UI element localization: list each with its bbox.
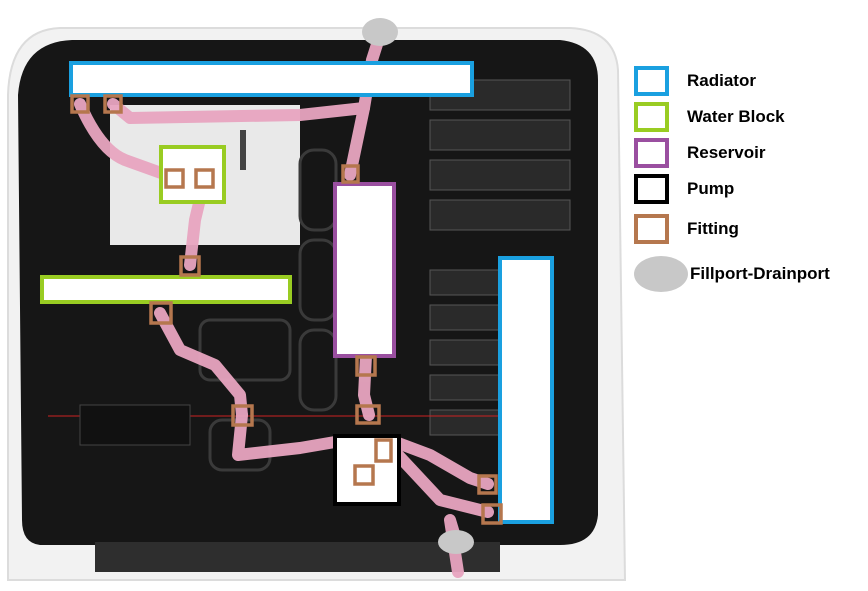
radiator-front: [498, 256, 554, 524]
fitting: [231, 404, 254, 427]
fillport: [362, 18, 398, 46]
pump-swatch: [634, 174, 669, 204]
fitting: [374, 438, 393, 463]
fitting: [481, 503, 503, 525]
fitting: [164, 168, 185, 189]
fitting: [341, 164, 360, 184]
legend-fillport-drainport: Fillport-Drainport: [634, 256, 830, 292]
fitting: [194, 168, 215, 189]
legend-label: Fillport-Drainport: [690, 264, 830, 283]
legend-label: Pump: [687, 179, 735, 198]
legend-pump: Pump: [634, 174, 734, 204]
fitting: [70, 94, 90, 114]
fitting: [103, 94, 123, 114]
legend-label: Radiator: [687, 71, 756, 90]
fittings: [70, 94, 503, 525]
legend-label: Reservoir: [687, 143, 766, 162]
radiator-top: [69, 61, 474, 97]
legend-label: Water Block: [687, 107, 785, 126]
drainport: [438, 530, 474, 554]
legend-water-block: Water Block: [634, 102, 785, 132]
fitting: [149, 301, 173, 325]
legend-reservoir: Reservoir: [634, 138, 765, 168]
fitting: [179, 255, 201, 277]
fitting: [355, 404, 381, 425]
legend-radiator: Radiator: [634, 66, 756, 96]
fitting: [353, 464, 375, 486]
water-block-swatch: [634, 102, 669, 132]
fitting-swatch: [634, 214, 669, 244]
reservoir-swatch: [634, 138, 669, 168]
case-foot: [95, 542, 500, 572]
cable-cutouts: [198, 148, 338, 472]
pump: [333, 434, 401, 506]
fitting: [355, 355, 377, 377]
port-swatch: [634, 256, 688, 292]
radiator-swatch: [634, 66, 669, 96]
legend-fitting: Fitting: [634, 214, 739, 244]
drive-bays: [429, 79, 571, 436]
reservoir: [333, 182, 396, 358]
fitting: [477, 474, 498, 495]
legend-label: Fitting: [687, 219, 739, 238]
water-block-gpu: [40, 275, 292, 304]
